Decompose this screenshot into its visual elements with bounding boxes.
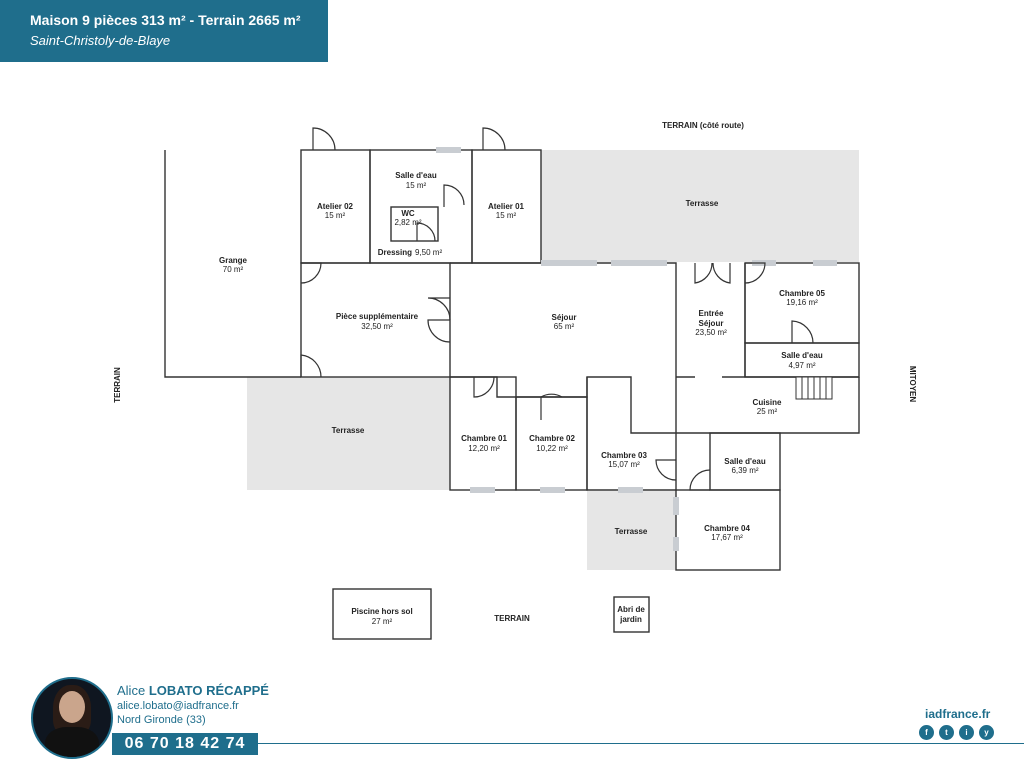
listing-title: Maison 9 pièces 313 m² - Terrain 2665 m² — [30, 12, 301, 28]
grange-name: Grange — [219, 256, 248, 265]
agent-first-name: Alice — [117, 683, 146, 698]
instagram-icon[interactable]: i — [959, 725, 974, 740]
atelier02-name: Atelier 02 — [317, 202, 354, 211]
piscine-name: Piscine hors sol — [351, 607, 412, 616]
chambre02-name: Chambre 02 — [529, 434, 575, 443]
youtube-icon[interactable]: y — [979, 725, 994, 740]
listing-header: Maison 9 pièces 313 m² - Terrain 2665 m²… — [0, 0, 328, 62]
piece-supp-area: 32,50 m² — [361, 322, 393, 331]
atelier02-area: 15 m² — [325, 211, 346, 220]
agent-avatar — [31, 677, 113, 759]
stairs — [795, 376, 833, 400]
terrace-bottom-area — [587, 491, 676, 570]
salle-eau-right-walls — [744, 342, 860, 378]
footer-divider — [258, 743, 1024, 744]
terrain-bottom-label: TERRAIN — [494, 614, 530, 623]
entree-name-2: Séjour — [699, 319, 724, 328]
agent-email[interactable]: alice.lobato@iadfrance.fr — [117, 700, 239, 712]
terrain-left-label: TERRAIN — [113, 367, 122, 403]
sejour-name: Séjour — [552, 313, 577, 322]
agent-phone[interactable]: 06 70 18 42 74 — [112, 733, 258, 755]
cuisine-name: Cuisine — [753, 398, 782, 407]
abri-name-1: Abri de — [617, 605, 645, 614]
mitoyen-label: MITOYEN — [908, 366, 917, 403]
salle-eau-right-area: 4,97 m² — [788, 361, 815, 370]
agent-name: Alice LOBATO RÉCAPPÉ — [117, 683, 269, 698]
twitter-icon[interactable]: t — [939, 725, 954, 740]
terrace-left-area — [247, 377, 450, 490]
salle-eau-bottom-area: 6,39 m² — [731, 466, 758, 475]
chambre01-name: Chambre 01 — [461, 434, 507, 443]
terrace-top-area — [541, 150, 859, 262]
piscine-walls — [332, 588, 432, 640]
chambre04-walls — [675, 489, 781, 571]
sejour-area: 65 m² — [554, 322, 575, 331]
salle-eau-bottom-name: Salle d'eau — [724, 457, 766, 466]
entree-area: 23,50 m² — [695, 328, 727, 337]
wc-area: 2,82 m² — [394, 218, 421, 227]
chambre01-area: 12,20 m² — [468, 444, 500, 453]
facebook-icon[interactable]: f — [919, 725, 934, 740]
salle-eau-top-area: 15 m² — [406, 181, 427, 190]
wc-walls — [390, 206, 439, 242]
entree-name-1: Entrée — [699, 309, 724, 318]
terrasse-left-name: Terrasse — [332, 426, 365, 435]
wc-name: WC — [401, 209, 415, 218]
grange-walls — [164, 150, 301, 378]
chambre03-name: Chambre 03 — [601, 451, 647, 460]
doors — [300, 127, 814, 491]
dressing-area: 9,50 m² — [415, 248, 442, 257]
cuisine-area: 25 m² — [757, 407, 778, 416]
listing-location: Saint-Christoly-de-Blaye — [30, 33, 171, 48]
atelier01-name: Atelier 01 — [488, 202, 525, 211]
chambre04-name: Chambre 04 — [704, 524, 750, 533]
sejour-walls — [450, 262, 677, 434]
chambre05-area: 19,16 m² — [786, 298, 818, 307]
atelier01-area: 15 m² — [496, 211, 517, 220]
grange-area: 70 m² — [223, 265, 244, 274]
brand-logo[interactable]: iadfrance.fr — [925, 707, 991, 721]
abri-walls — [613, 596, 650, 633]
salle-eau-right-name: Salle d'eau — [781, 351, 823, 360]
social-links: f t i y — [919, 725, 994, 740]
abri-name-2: jardin — [619, 615, 642, 624]
terrain-road-label: TERRAIN (côté route) — [662, 121, 744, 130]
salle-eau-top-name: Salle d'eau — [395, 171, 437, 180]
chambre05-name: Chambre 05 — [779, 289, 825, 298]
chambre04-area: 17,67 m² — [711, 533, 743, 542]
piece-supp-name: Pièce supplémentaire — [336, 312, 419, 321]
agent-region: Nord Gironde (33) — [117, 714, 206, 726]
chambre02-area: 10,22 m² — [536, 444, 568, 453]
agent-last-name: LOBATO RÉCAPPÉ — [148, 683, 269, 698]
dressing-name: Dressing — [378, 248, 412, 257]
chambre03-area: 15,07 m² — [608, 460, 640, 469]
terrasse-top-name: Terrasse — [686, 199, 719, 208]
terrasse-bottom-name: Terrasse — [615, 527, 648, 536]
piscine-area: 27 m² — [372, 617, 393, 626]
